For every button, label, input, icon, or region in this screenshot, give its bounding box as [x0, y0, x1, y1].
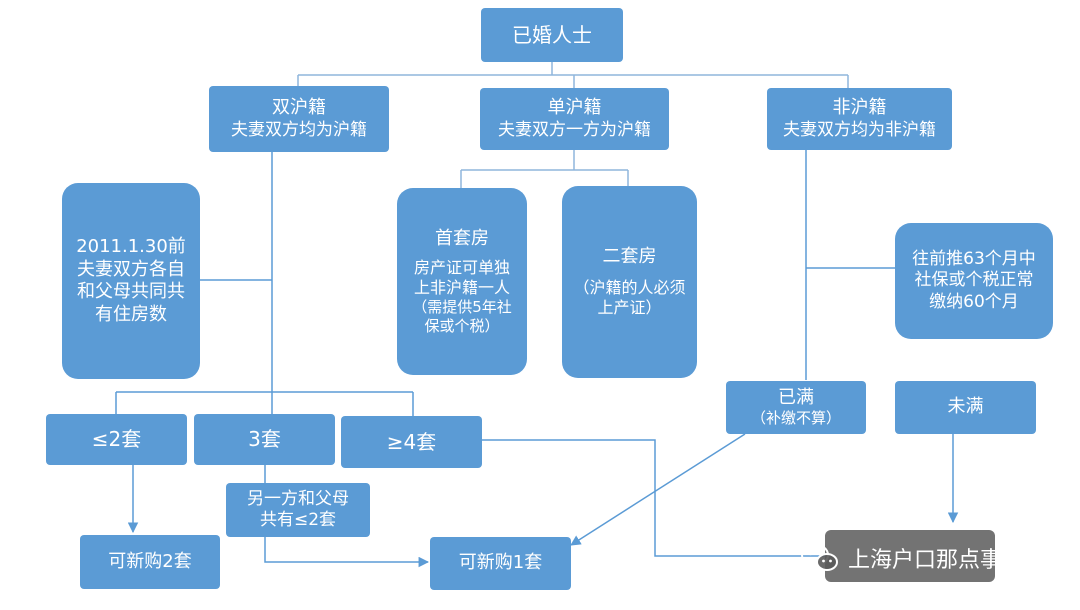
- watermark-badge: [825, 530, 995, 582]
- other-spouse-line-1: 另一方和父母: [247, 488, 349, 509]
- count-le2-box: ≤2套: [46, 414, 187, 465]
- count-ge4-label: ≥4套: [386, 429, 437, 454]
- buy1-box: 可新购1套: [430, 537, 571, 590]
- none-condition-box: 往前推63个月中 社保或个税正常 缴纳60个月: [895, 223, 1053, 339]
- none-condition-line-3: 缴纳60个月: [929, 291, 1019, 312]
- none-condition-line-1: 往前推63个月中: [912, 249, 1036, 270]
- second-home-title: 二套房: [602, 245, 657, 267]
- category-double-title: 双沪籍: [272, 97, 326, 119]
- arrow-other-to-buy1: [264, 537, 430, 568]
- first-home-line-2: 上非沪籍一人: [413, 278, 510, 297]
- category-none-subtitle: 夫妻双方均为非沪籍: [783, 119, 936, 140]
- category-single-title: 单沪籍: [547, 97, 602, 119]
- other-spouse-box: 另一方和父母 共有≤2套: [226, 483, 370, 537]
- other-spouse-line-2: 共有≤2套: [259, 510, 337, 530]
- watermark-text: 上海户口那点事: [848, 548, 1003, 573]
- wechat-icon: [801, 543, 838, 573]
- double-condition-line-3: 和父母共同共: [77, 281, 185, 302]
- double-condition-line-2: 夫妻双方各自: [77, 258, 185, 280]
- second-home-line-2: 上产证）: [597, 298, 662, 318]
- root-married-box: 已婚人士: [481, 8, 623, 62]
- none-condition-line-2: 社保或个税正常: [914, 270, 1034, 291]
- none-met-title: 已满: [778, 386, 814, 408]
- first-home-box: 首套房 房产证可单独 上非沪籍一人 （需提供5年社 保或个税）: [397, 188, 527, 375]
- first-home-line-4: 保或个税）: [424, 316, 500, 335]
- double-condition-line-4: 有住房数: [95, 303, 167, 325]
- count-ge4-box: ≥4套: [341, 416, 482, 468]
- category-single-subtitle: 夫妻双方一方为沪籍: [498, 119, 651, 140]
- first-home-line-1: 房产证可单独: [413, 258, 510, 277]
- arrow-ge4-to-buy2-route: [482, 439, 828, 557]
- count-le2-label: ≤2套: [91, 427, 142, 451]
- double-condition-line-1: 2011.1.30前: [76, 236, 186, 257]
- none-notmet-label: 未满: [947, 396, 984, 418]
- none-met-note: （补缴不算）: [750, 409, 841, 428]
- double-condition-box: 2011.1.30前 夫妻双方各自 和父母共同共 有住房数: [62, 183, 200, 379]
- buy2-label: 可新购2套: [108, 550, 192, 572]
- category-none-title: 非沪籍: [832, 97, 887, 119]
- count-eq3-box: 3套: [194, 414, 335, 465]
- second-home-line-1: （沪籍的人必须: [573, 278, 686, 298]
- none-notmet-box: 未满: [895, 381, 1036, 434]
- watermark: 上海户口那点事: [800, 538, 1002, 578]
- root-label: 已婚人士: [512, 22, 592, 47]
- buy1-label: 可新购1套: [458, 552, 543, 574]
- first-home-title: 首套房: [435, 227, 489, 249]
- none-met-box: 已满 （补缴不算）: [726, 381, 866, 434]
- first-home-line-3: （需提供5年社: [412, 298, 512, 316]
- buy2-box: 可新购2套: [80, 535, 220, 589]
- second-home-box: 二套房 （沪籍的人必须 上产证）: [562, 186, 697, 378]
- category-double-subtitle: 夫妻双方均为沪籍: [231, 119, 367, 140]
- category-double-huji: 双沪籍 夫妻双方均为沪籍: [209, 86, 389, 152]
- category-non-huji: 非沪籍 夫妻双方均为非沪籍: [767, 88, 952, 150]
- category-single-huji: 单沪籍 夫妻双方一方为沪籍: [480, 88, 669, 150]
- count-eq3-label: 3套: [248, 427, 281, 451]
- arrow-met-to-buy1: [570, 433, 746, 546]
